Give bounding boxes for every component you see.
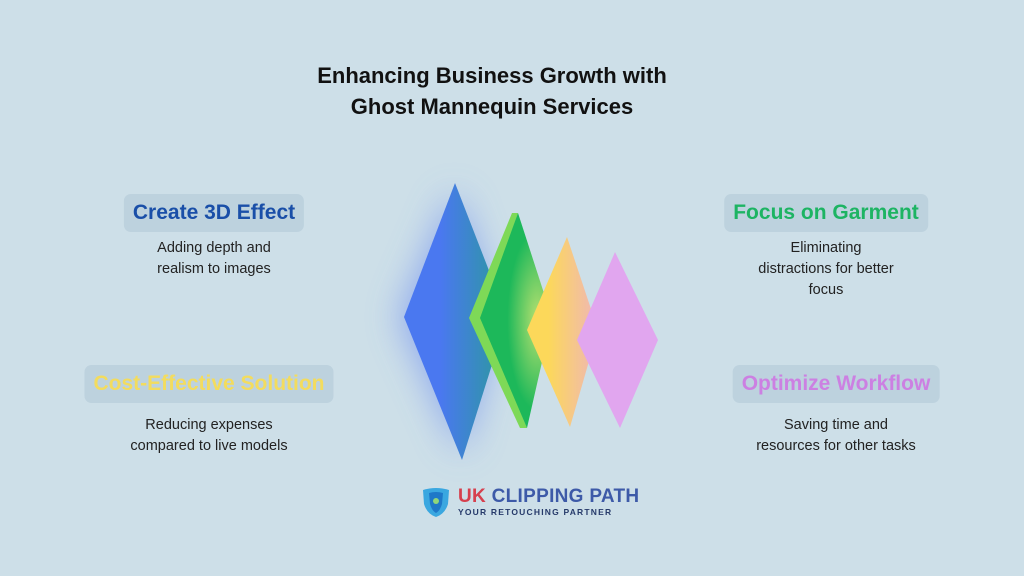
card-description: Adding depth and realism to images [124, 238, 304, 280]
page-title: Enhancing Business Growth with Ghost Man… [0, 60, 984, 122]
card-description: Eliminating distractions for better focu… [724, 238, 928, 301]
desc-line: focus [808, 282, 844, 298]
logo-uk: UK [458, 486, 487, 507]
desc-line: realism to images [157, 261, 271, 277]
desc-line: Saving time and [784, 417, 888, 433]
shield-logo-icon [423, 488, 449, 517]
card-heading: Cost-Effective Solution [84, 365, 334, 403]
card-cost-effective-solution: Cost-Effective Solution Reducing expense… [84, 365, 334, 457]
desc-line: resources for other tasks [756, 438, 916, 454]
card-optimize-workflow: Optimize Workflow Saving time and resour… [732, 365, 940, 457]
title-line-2: Ghost Mannequin Services [350, 94, 634, 119]
card-description: Saving time and resources for other task… [733, 415, 940, 457]
card-heading: Optimize Workflow [732, 365, 940, 403]
green-diamond-edge [469, 213, 527, 428]
yellow-diamond [527, 237, 598, 427]
desc-line: Adding depth and [157, 240, 271, 256]
title-line-1: Enhancing Business Growth with [317, 63, 667, 88]
logo-tagline: YOUR RETOUCHING PARTNER [458, 507, 613, 517]
card-description: Reducing expenses compared to live model… [84, 415, 333, 457]
desc-line: distractions for better [758, 261, 894, 277]
desc-line: compared to live models [130, 438, 288, 454]
blue-diamond [404, 183, 507, 460]
brand-logo: UK CLIPPING PATH YOUR RETOUCHING PARTNER [420, 486, 639, 518]
card-heading: Create 3D Effect [123, 194, 305, 232]
card-create-3d-effect: Create 3D Effect Adding depth and realis… [123, 194, 305, 280]
card-heading: Focus on Garment [724, 194, 928, 232]
desc-line: Reducing expenses [145, 417, 273, 433]
green-diamond [480, 213, 552, 428]
logo-brand: UK CLIPPING PATH [458, 487, 639, 507]
pink-diamond [577, 252, 658, 428]
card-focus-on-garment: Focus on Garment Eliminating distraction… [724, 194, 928, 301]
desc-line: Eliminating [790, 240, 862, 256]
logo-brand-rest: CLIPPING PATH [486, 486, 640, 507]
